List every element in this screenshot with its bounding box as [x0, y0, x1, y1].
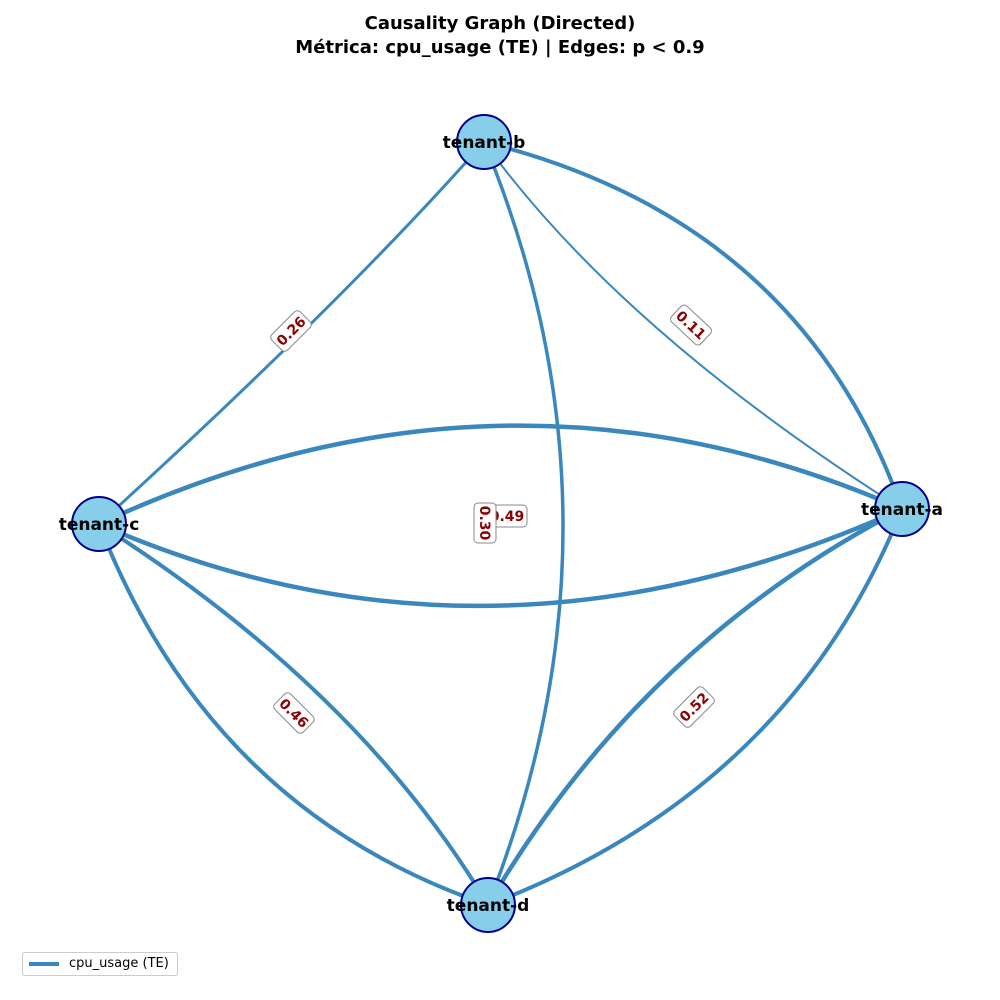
edge-label-tenant-a-to-tenant-d: 0.52 [673, 686, 715, 728]
node-circle [71, 496, 127, 552]
edge-label-tenant-b-to-tenant-a: 0.11 [670, 304, 712, 346]
legend: cpu_usage (TE) [22, 952, 178, 976]
title-line-1: Causality Graph (Directed) [364, 13, 636, 34]
edge-label-text: 0.49 [490, 509, 525, 525]
edge-label-text: 0.30 [476, 506, 492, 541]
edge-tenant-b-to-tenant-d [482, 140, 565, 907]
node-label: tenant-b [443, 133, 526, 153]
edge-label-box [473, 502, 497, 544]
edge-label-box [270, 310, 312, 352]
edge-tenant-a-to-tenant-b [482, 140, 904, 511]
nodes-layer: tenant-a tenant-b tenant-c tenant-d [59, 114, 943, 933]
node-tenant-d: tenant-d [447, 877, 530, 933]
edge-tenant-b-to-tenant-a [483, 141, 903, 510]
edge-tenant-a-to-tenant-c [96, 506, 905, 609]
node-tenant-a: tenant-a [861, 481, 943, 537]
edge-tenant-b-to-tenant-c [97, 140, 486, 526]
edge-label-tenant-c-to-tenant-a: 0.49 [486, 504, 528, 528]
edge-tenant-d-to-tenant-c [97, 522, 490, 907]
legend-label: cpu_usage (TE) [69, 956, 169, 971]
edge-labels-layer: 0.11 0.26 0.490.30 0.46 0.52 [270, 304, 715, 734]
node-label: tenant-a [861, 500, 943, 520]
edge-label-tenant-b-to-tenant-d: 0.30 [473, 502, 497, 544]
edge-tenant-d-to-tenant-a [486, 507, 904, 907]
edges-layer [96, 140, 905, 908]
edge-label-box [273, 692, 315, 734]
legend-swatch [29, 961, 59, 966]
edge-label-box [673, 686, 715, 728]
node-tenant-c: tenant-c [59, 496, 140, 552]
edge-tenant-c-to-tenant-a [96, 423, 905, 527]
edge-tenant-c-to-tenant-d [97, 522, 490, 907]
edge-label-box [670, 304, 712, 346]
node-label: tenant-d [447, 896, 530, 916]
edge-label-tenant-c-to-tenant-d: 0.46 [273, 692, 315, 734]
edge-label-tenant-b-to-tenant-c: 0.26 [270, 310, 312, 352]
node-circle [460, 877, 516, 933]
node-label: tenant-c [59, 515, 140, 535]
node-tenant-b: tenant-b [443, 114, 526, 170]
node-circle [456, 114, 512, 170]
node-circle [874, 481, 930, 537]
title-line-2: Métrica: cpu_usage (TE) | Edges: p < 0.9 [295, 37, 705, 58]
chart-title: Causality Graph (Directed) Métrica: cpu_… [0, 12, 1000, 60]
edge-tenant-a-to-tenant-d [485, 506, 905, 908]
